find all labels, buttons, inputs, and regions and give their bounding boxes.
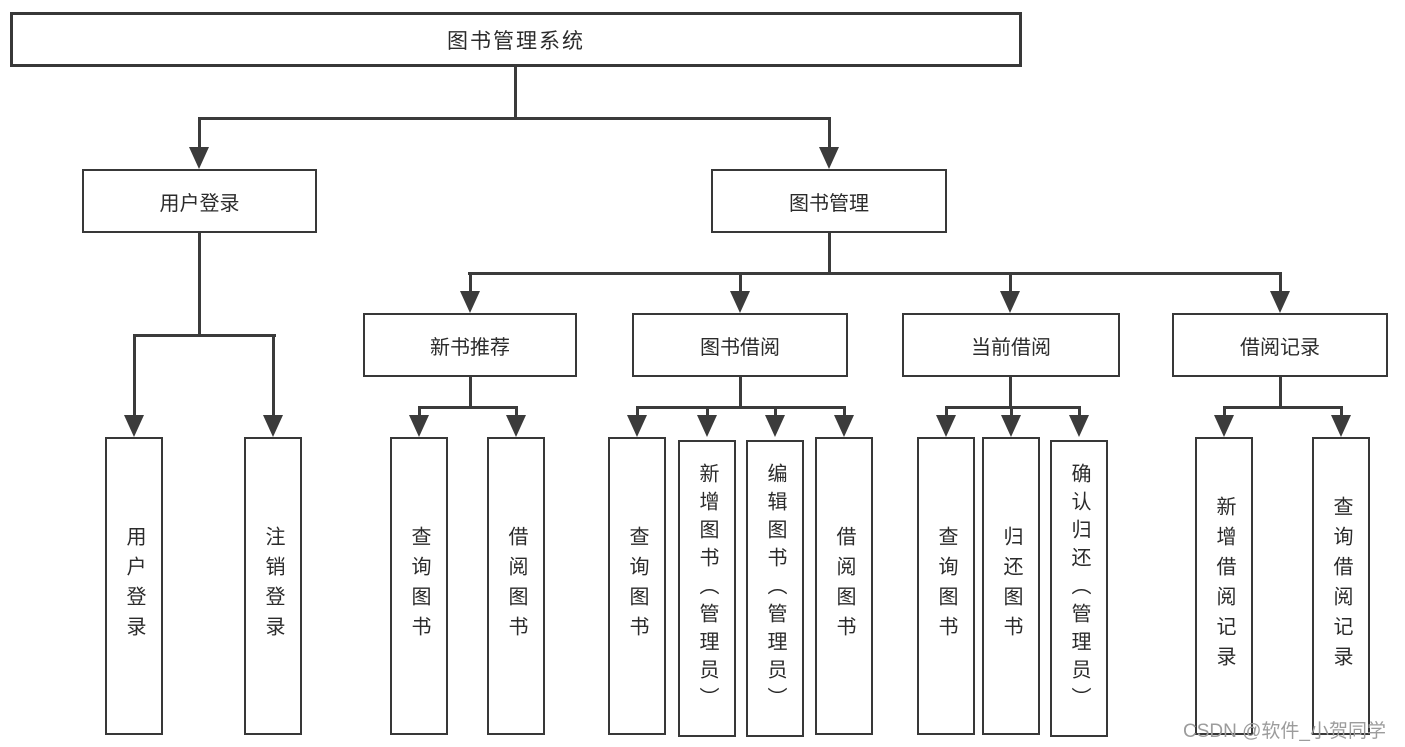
connector-line bbox=[1009, 377, 1012, 409]
node-bb-add-books-admin: 新增图书（管理员） bbox=[678, 440, 736, 737]
connector-line bbox=[1010, 406, 1013, 418]
node-new-book-recommend: 新书推荐 bbox=[363, 313, 577, 377]
node-br-add-record: 新增借阅记录 bbox=[1195, 437, 1253, 735]
node-cb-return-books: 归还图书 bbox=[982, 437, 1040, 735]
arrowhead-icon bbox=[936, 415, 956, 437]
connector-line bbox=[272, 334, 275, 418]
arrowhead-icon bbox=[730, 291, 750, 313]
node-label: 查询借阅记录 bbox=[1330, 496, 1352, 676]
connector-line bbox=[774, 406, 777, 418]
arrowhead-icon bbox=[765, 415, 785, 437]
node-book-management: 图书管理 bbox=[711, 169, 947, 233]
connector-line bbox=[1340, 406, 1343, 418]
connector-line bbox=[198, 117, 831, 120]
node-book-borrowing: 图书借阅 bbox=[632, 313, 848, 377]
arrowhead-icon bbox=[124, 415, 144, 437]
connector-line bbox=[468, 272, 1282, 275]
node-label: 编辑图书（管理员） bbox=[764, 462, 786, 715]
connector-line bbox=[418, 406, 518, 409]
arrowhead-icon bbox=[1331, 415, 1351, 437]
node-library-system: 图书管理系统 bbox=[10, 12, 1022, 67]
connector-line bbox=[843, 406, 846, 418]
node-label: 归还图书 bbox=[1000, 526, 1022, 646]
connector-line bbox=[1223, 406, 1343, 409]
arrowhead-icon bbox=[819, 147, 839, 169]
connector-line bbox=[198, 233, 201, 337]
node-current-borrowing: 当前借阅 bbox=[902, 313, 1120, 377]
arrowhead-icon bbox=[1001, 415, 1021, 437]
node-nb-query-books: 查询图书 bbox=[390, 437, 448, 735]
node-label: 注销登录 bbox=[262, 526, 284, 646]
arrowhead-icon bbox=[460, 291, 480, 313]
arrowhead-icon bbox=[1214, 415, 1234, 437]
node-label: 查询图书 bbox=[935, 526, 957, 646]
node-label: 借阅图书 bbox=[833, 526, 855, 646]
node-logout: 注销登录 bbox=[244, 437, 302, 735]
csdn-watermark: CSDN @软件_小贺同学 bbox=[1183, 721, 1386, 742]
node-cb-query-books: 查询图书 bbox=[917, 437, 975, 735]
connector-line bbox=[739, 272, 742, 294]
connector-line bbox=[828, 117, 831, 150]
node-user-login-group: 用户登录 bbox=[82, 169, 317, 233]
arrowhead-icon bbox=[697, 415, 717, 437]
connector-line bbox=[1078, 406, 1081, 418]
node-label: 查询图书 bbox=[408, 526, 430, 646]
connector-line bbox=[198, 117, 201, 150]
node-bb-query-books: 查询图书 bbox=[608, 437, 666, 735]
connector-line bbox=[945, 406, 1081, 409]
arrowhead-icon bbox=[1270, 291, 1290, 313]
connector-line bbox=[469, 272, 472, 294]
node-br-query-record: 查询借阅记录 bbox=[1312, 437, 1370, 735]
connector-line bbox=[514, 67, 517, 119]
connector-line bbox=[636, 406, 846, 409]
node-label: 确认归还（管理员） bbox=[1068, 462, 1090, 715]
connector-line bbox=[739, 377, 742, 409]
node-borrowing-records: 借阅记录 bbox=[1172, 313, 1388, 377]
node-bb-borrow-books: 借阅图书 bbox=[815, 437, 873, 735]
arrowhead-icon bbox=[189, 147, 209, 169]
connector-line bbox=[133, 334, 276, 337]
connector-line bbox=[1279, 377, 1282, 409]
node-label: 查询图书 bbox=[626, 526, 648, 646]
arrowhead-icon bbox=[1000, 291, 1020, 313]
connector-line bbox=[515, 406, 518, 418]
connector-line bbox=[1279, 272, 1282, 294]
node-label: 借阅图书 bbox=[505, 526, 527, 646]
node-label: 新增图书（管理员） bbox=[696, 462, 718, 715]
connector-line bbox=[636, 406, 639, 418]
node-nb-borrow-books: 借阅图书 bbox=[487, 437, 545, 735]
node-cb-confirm-return-admin: 确认归还（管理员） bbox=[1050, 440, 1108, 737]
connector-line bbox=[418, 406, 421, 418]
connector-line bbox=[469, 377, 472, 409]
connector-line bbox=[706, 406, 709, 418]
arrowhead-icon bbox=[1069, 415, 1089, 437]
arrowhead-icon bbox=[409, 415, 429, 437]
node-label: 用户登录 bbox=[123, 526, 145, 646]
arrowhead-icon bbox=[834, 415, 854, 437]
connector-line bbox=[1223, 406, 1226, 418]
arrowhead-icon bbox=[263, 415, 283, 437]
connector-line bbox=[1009, 272, 1012, 294]
connector-line bbox=[828, 233, 831, 275]
connector-line bbox=[945, 406, 948, 418]
node-bb-edit-books-admin: 编辑图书（管理员） bbox=[746, 440, 804, 737]
connector-line bbox=[133, 334, 136, 418]
node-label: 新增借阅记录 bbox=[1213, 496, 1235, 676]
arrowhead-icon bbox=[506, 415, 526, 437]
node-user-login: 用户登录 bbox=[105, 437, 163, 735]
arrowhead-icon bbox=[627, 415, 647, 437]
